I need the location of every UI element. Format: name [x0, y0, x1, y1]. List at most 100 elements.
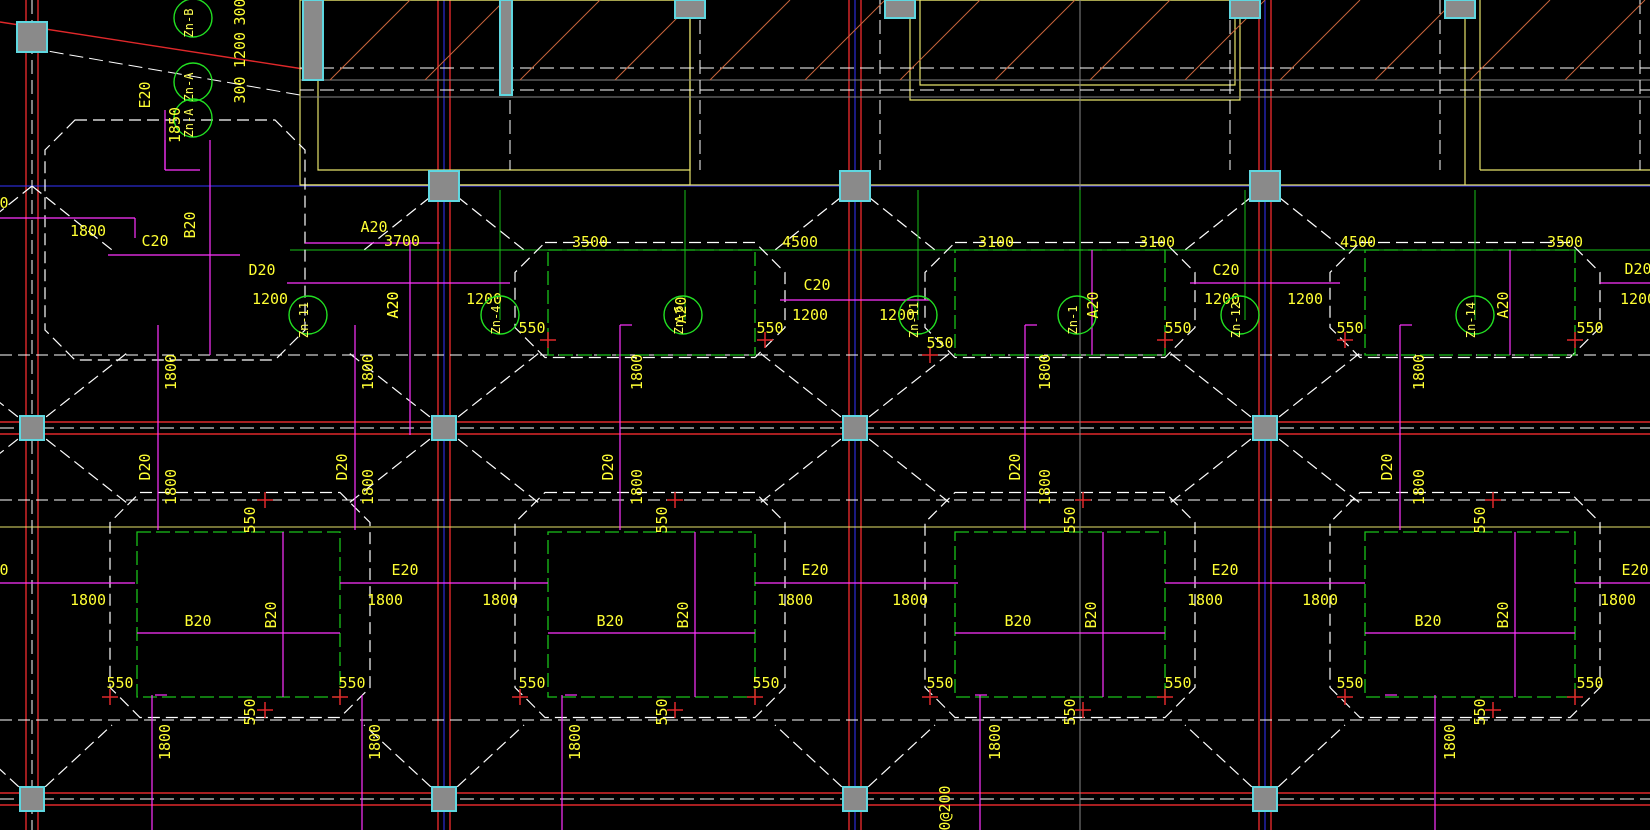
dim-label: 550: [518, 319, 545, 337]
grid-bubble-label: Zn-14: [1464, 302, 1478, 338]
dim-label: 1800: [566, 724, 584, 760]
dim-label: 1800: [70, 222, 106, 240]
column: [428, 170, 460, 202]
dim-label: 1800: [628, 354, 646, 390]
column: [19, 786, 45, 812]
dim-label: 1800: [1410, 354, 1428, 390]
dim-label: 550: [1164, 674, 1191, 692]
grid-bubble-label: Zn-12: [1229, 302, 1243, 338]
rebar-label: E20: [1211, 561, 1238, 579]
dimension-lines: [0, 110, 1650, 830]
rebar-label: D20: [333, 453, 351, 480]
pit-diagonal: [1169, 352, 1266, 429]
wall-hatch: [424, 0, 506, 81]
rebar-label: E20: [801, 561, 828, 579]
foundation-pit: [1329, 491, 1601, 719]
rebar-label: B20: [596, 612, 623, 630]
grid-bubble-label: Zn-1: [1066, 306, 1080, 335]
column: [674, 0, 706, 19]
grid-bubble: [1220, 295, 1260, 335]
wall-hatch: [1089, 0, 1171, 81]
dim-label: 4500: [1340, 233, 1376, 251]
wall-hatch: [519, 0, 601, 81]
foundation-pit: [924, 241, 1196, 359]
dim-label: 550: [338, 674, 365, 692]
dim-label: A20: [384, 291, 402, 318]
dim-label: 3100: [1139, 233, 1175, 251]
pit-diagonal: [774, 724, 856, 800]
dim-label: 1800: [70, 591, 106, 609]
dim-label: 550: [1061, 506, 1079, 533]
dim-label: 550: [1061, 698, 1079, 725]
pit-diagonal: [1169, 427, 1266, 504]
dim-label: 550: [752, 674, 779, 692]
dim-label: D20: [248, 261, 275, 279]
grid-bubble-label: Zn-A: [182, 72, 196, 102]
wall-outline: [919, 0, 1236, 86]
dim-label: 550: [1336, 674, 1363, 692]
dim-label: 3500: [572, 233, 608, 251]
structural-columns: [16, 0, 1476, 812]
dim-label: 550: [653, 698, 671, 725]
dim-label: 550: [1471, 506, 1489, 533]
rebar-label: D20: [1006, 453, 1024, 480]
column: [839, 170, 871, 202]
dim-label: 550: [926, 674, 953, 692]
column: [1444, 0, 1476, 19]
dim-label: 1800: [367, 591, 403, 609]
dim-label: 1800: [366, 724, 384, 760]
pit-diagonal: [363, 724, 445, 800]
grid-bubble: [1057, 295, 1097, 335]
grid-bubble-label: Zn-11: [297, 302, 311, 338]
column: [431, 415, 457, 441]
grid-bubble: [173, 0, 213, 38]
pit-diagonal: [0, 427, 33, 455]
pit-diagonal: [443, 352, 540, 429]
column: [1252, 786, 1278, 812]
wall-hatch: [329, 0, 411, 81]
dim-label: 550: [106, 674, 133, 692]
column: [1249, 170, 1281, 202]
dim-label: 550: [1471, 698, 1489, 725]
grid-bubble: [173, 62, 213, 102]
dim-label: 1850: [166, 107, 184, 143]
wall-outline: [909, 0, 1241, 101]
dim-label: 1800: [1036, 354, 1054, 390]
wall-hatch: [1564, 0, 1646, 81]
grid-bubble-label: Zn-B: [182, 9, 196, 38]
dim-label: 0: [0, 194, 9, 212]
rebar-boxes: [102, 190, 1583, 718]
dim-label: 550: [518, 674, 545, 692]
pit-diagonal: [854, 352, 951, 429]
dim-label: 1800: [482, 591, 518, 609]
grid-diag-red: [0, 21, 311, 71]
pit-diagonal: [31, 352, 128, 429]
pit-diagonal: [31, 427, 128, 504]
column: [302, 0, 324, 81]
dim-label: 550: [1576, 319, 1603, 337]
rebar-label: B20: [1414, 612, 1441, 630]
rebar-label: B20: [184, 612, 211, 630]
dim-label: C20: [141, 232, 168, 250]
dim-label: C20: [1212, 261, 1239, 279]
pit-diagonal: [759, 427, 856, 504]
dim-label: 1200: [1620, 290, 1650, 308]
dim-label: 3500: [1547, 233, 1583, 251]
column: [431, 786, 457, 812]
pit-diagonal: [1264, 352, 1361, 429]
pit-diagonal: [854, 724, 936, 800]
rebar-label: D20: [136, 453, 154, 480]
dim-label: 1800: [162, 469, 180, 505]
dim-label: A20: [360, 218, 387, 236]
dim-label: 3700: [384, 232, 420, 250]
dim-label: 550: [926, 334, 953, 352]
dim-label: A20: [384, 291, 402, 318]
dim-label: 1800: [1441, 724, 1459, 760]
dim-label: 4500: [782, 233, 818, 251]
dim-label: 1800: [359, 354, 377, 390]
grid-bubble: [898, 295, 938, 335]
pit-diagonal: [348, 427, 445, 504]
pit-diagonal: [1264, 427, 1361, 504]
wall-hatch: [709, 0, 791, 81]
